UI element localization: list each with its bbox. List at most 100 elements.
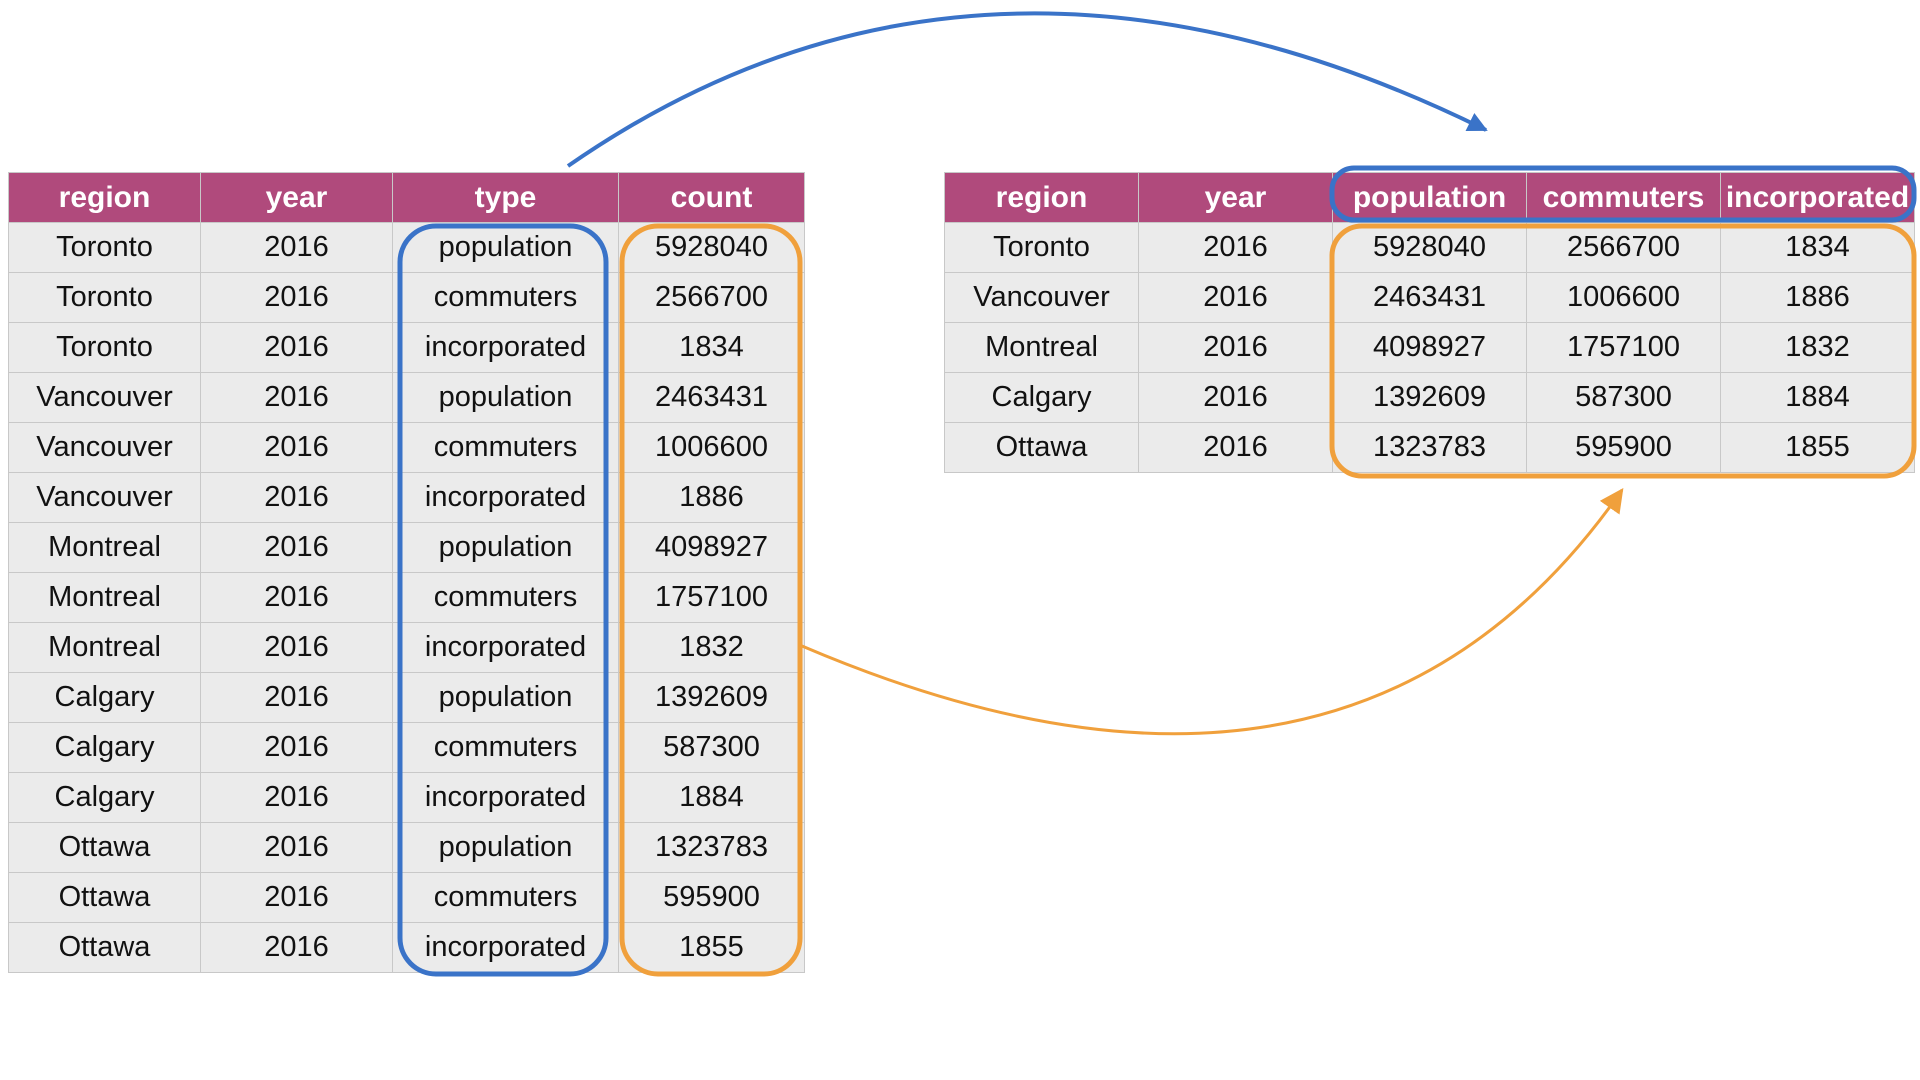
long-cell-year: 2016: [200, 622, 393, 673]
wide-cell-incorporated: 1855: [1720, 422, 1915, 473]
long-cell-count: 1757100: [618, 572, 805, 623]
wide-cell-population: 2463431: [1332, 272, 1527, 323]
long-cell-region: Toronto: [8, 322, 201, 373]
long-cell-region: Montreal: [8, 622, 201, 673]
long-cell-region: Calgary: [8, 722, 201, 773]
long-cell-year: 2016: [200, 422, 393, 473]
wide-cell-commuters: 2566700: [1526, 222, 1721, 273]
wide-header-year: year: [1138, 172, 1333, 223]
wide-cell-region: Calgary: [944, 372, 1139, 423]
wide-format-table: region year population commuters incorpo…: [944, 172, 1915, 473]
long-cell-year: 2016: [200, 522, 393, 573]
long-cell-region: Vancouver: [8, 472, 201, 523]
wide-cell-commuters: 1006600: [1526, 272, 1721, 323]
long-cell-type: commuters: [392, 272, 619, 323]
wide-cell-population: 4098927: [1332, 322, 1527, 373]
wide-cell-year: 2016: [1138, 372, 1333, 423]
long-cell-region: Calgary: [8, 672, 201, 723]
long-cell-region: Calgary: [8, 772, 201, 823]
long-cell-type: commuters: [392, 722, 619, 773]
long-cell-region: Montreal: [8, 522, 201, 573]
long-cell-count: 595900: [618, 872, 805, 923]
long-cell-year: 2016: [200, 472, 393, 523]
long-cell-count: 1392609: [618, 672, 805, 723]
long-cell-year: 2016: [200, 372, 393, 423]
wide-cell-population: 1392609: [1332, 372, 1527, 423]
long-cell-region: Vancouver: [8, 422, 201, 473]
long-cell-region: Montreal: [8, 572, 201, 623]
wide-cell-incorporated: 1834: [1720, 222, 1915, 273]
wide-cell-year: 2016: [1138, 322, 1333, 373]
long-cell-count: 1884: [618, 772, 805, 823]
long-cell-region: Toronto: [8, 272, 201, 323]
wide-cell-year: 2016: [1138, 422, 1333, 473]
wide-cell-year: 2016: [1138, 272, 1333, 323]
long-cell-count: 1834: [618, 322, 805, 373]
long-cell-year: 2016: [200, 772, 393, 823]
long-cell-region: Toronto: [8, 222, 201, 273]
long-cell-type: commuters: [392, 422, 619, 473]
wide-cell-population: 5928040: [1332, 222, 1527, 273]
long-header-count: count: [618, 172, 805, 223]
long-cell-type: incorporated: [392, 772, 619, 823]
long-cell-type: incorporated: [392, 322, 619, 373]
wide-cell-commuters: 595900: [1526, 422, 1721, 473]
wide-cell-region: Montreal: [944, 322, 1139, 373]
long-cell-year: 2016: [200, 272, 393, 323]
long-cell-count: 2463431: [618, 372, 805, 423]
wide-header-commuters: commuters: [1526, 172, 1721, 223]
long-cell-region: Vancouver: [8, 372, 201, 423]
wide-header-region: region: [944, 172, 1139, 223]
wide-cell-region: Vancouver: [944, 272, 1139, 323]
long-cell-type: population: [392, 372, 619, 423]
long-cell-year: 2016: [200, 222, 393, 273]
long-cell-type: incorporated: [392, 472, 619, 523]
long-cell-type: population: [392, 522, 619, 573]
long-cell-count: 1832: [618, 622, 805, 673]
wide-cell-incorporated: 1832: [1720, 322, 1915, 373]
wide-header-population: population: [1332, 172, 1527, 223]
long-cell-year: 2016: [200, 672, 393, 723]
long-cell-year: 2016: [200, 322, 393, 373]
long-cell-region: Ottawa: [8, 872, 201, 923]
long-cell-year: 2016: [200, 922, 393, 973]
wide-cell-incorporated: 1884: [1720, 372, 1915, 423]
long-cell-type: incorporated: [392, 922, 619, 973]
wide-cell-commuters: 587300: [1526, 372, 1721, 423]
long-header-type: type: [392, 172, 619, 223]
long-cell-region: Ottawa: [8, 922, 201, 973]
long-cell-region: Ottawa: [8, 822, 201, 873]
wide-cell-region: Toronto: [944, 222, 1139, 273]
long-cell-type: population: [392, 672, 619, 723]
wide-header-incorporated: incorporated: [1720, 172, 1915, 223]
wide-cell-region: Ottawa: [944, 422, 1139, 473]
long-cell-type: population: [392, 222, 619, 273]
wide-cell-commuters: 1757100: [1526, 322, 1721, 373]
long-cell-year: 2016: [200, 872, 393, 923]
long-cell-count: 5928040: [618, 222, 805, 273]
long-cell-count: 587300: [618, 722, 805, 773]
long-cell-count: 2566700: [618, 272, 805, 323]
long-cell-type: population: [392, 822, 619, 873]
